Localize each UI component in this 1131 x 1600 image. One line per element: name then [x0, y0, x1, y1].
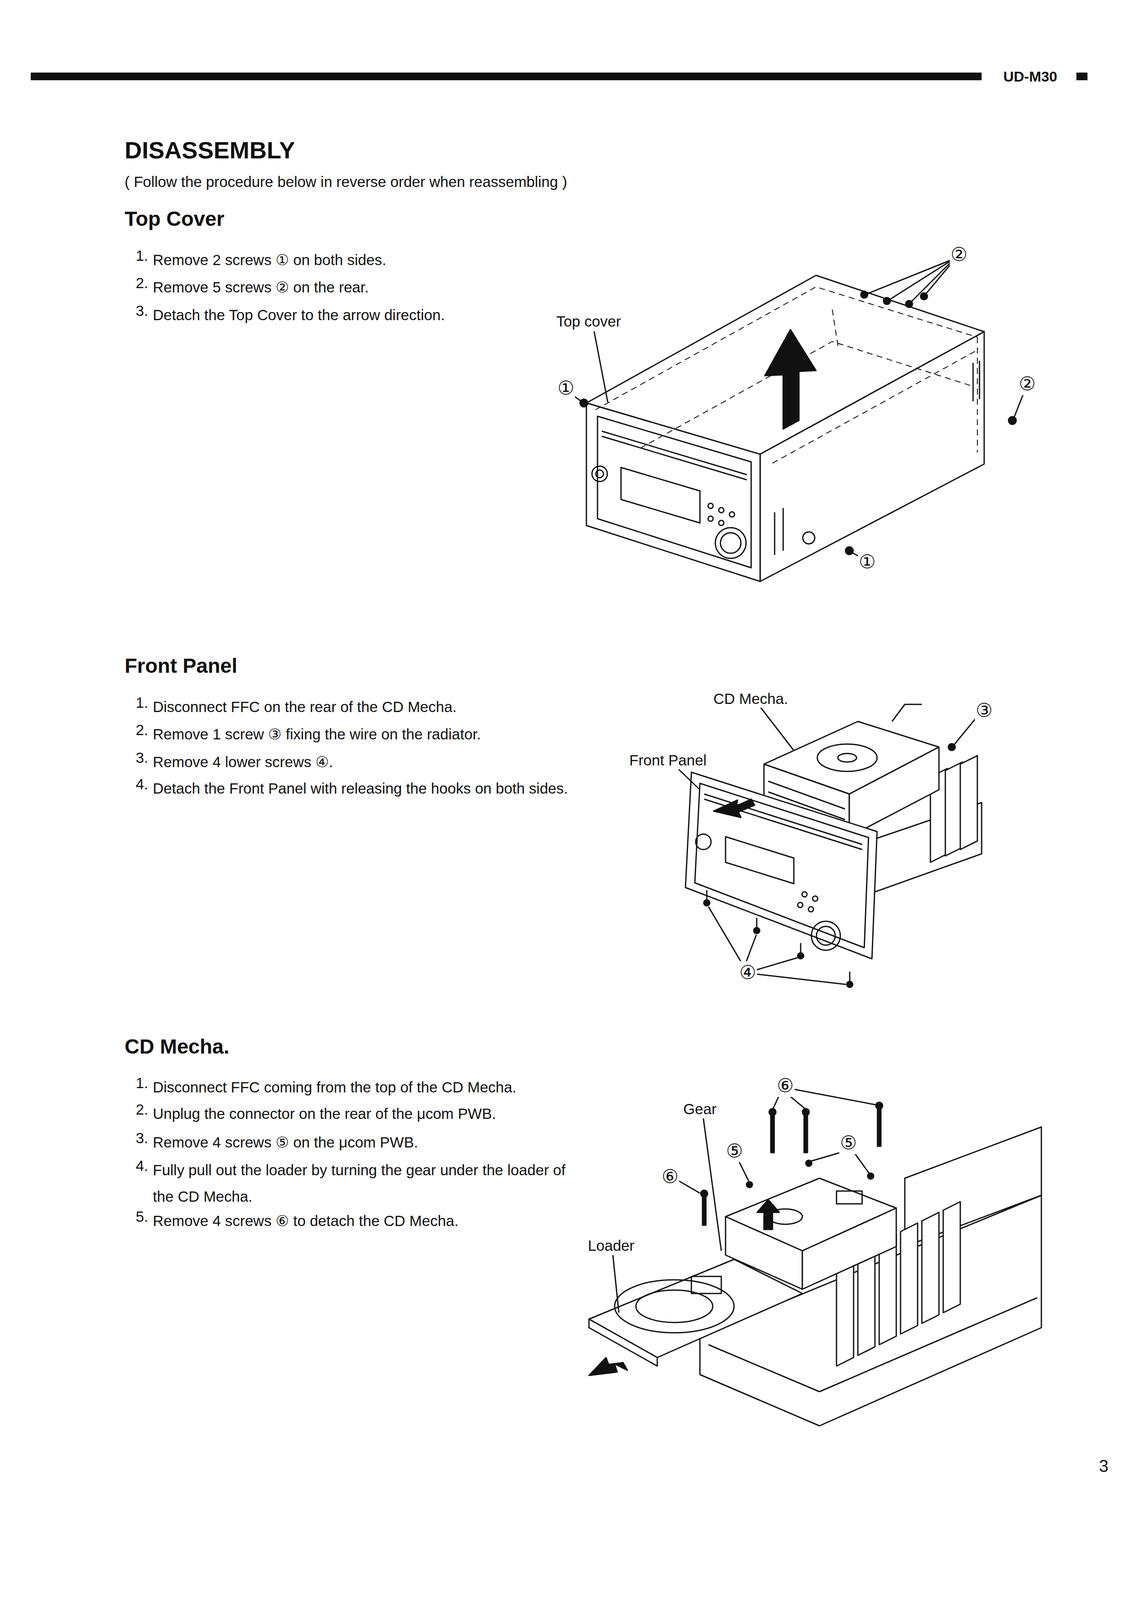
model-name: UD-M30	[1002, 67, 1059, 86]
step-text: Disconnect FFC coming from the top of th…	[152, 1073, 580, 1101]
part-label: Gear	[682, 1099, 718, 1118]
step-number: 1.	[135, 1073, 149, 1092]
step-number: 2.	[135, 720, 149, 739]
step-text: Remove 4 screws ⑤ on the μcom PWB.	[152, 1128, 580, 1156]
part-label: Front Panel	[628, 751, 708, 770]
page-title: DISASSEMBLY	[124, 135, 295, 165]
step-text: Unplug the connector on the rear of the …	[152, 1100, 580, 1127]
section-heading: CD Mecha.	[124, 1034, 230, 1059]
section-heading: Front Panel	[124, 653, 238, 679]
step-number: 3.	[135, 748, 149, 767]
part-label: CD Mecha.	[712, 689, 789, 708]
callout-number: ②	[1017, 372, 1037, 396]
step-number: 3.	[135, 301, 149, 320]
callout-number: ③	[974, 699, 994, 722]
step-text: Remove 4 screws ⑥ to detach the CD Mecha…	[152, 1207, 580, 1234]
step-text: Detach the Top Cover to the arrow direct…	[152, 301, 580, 329]
callout-number: ④	[738, 961, 757, 984]
callout-number: ②	[949, 243, 968, 266]
callout-number: ⑤	[839, 1131, 858, 1155]
step-number: 1.	[135, 246, 149, 265]
part-label: Loader	[587, 1236, 636, 1255]
section-heading: Top Cover	[124, 206, 225, 232]
step-text: Remove 5 screws ② on the rear.	[152, 274, 580, 301]
step-number: 1.	[135, 693, 149, 712]
step-text: Remove 2 screws ① on both sides.	[152, 246, 580, 274]
page-number: 3	[1098, 1455, 1110, 1476]
note: ( Follow the procedure below in reverse …	[124, 172, 568, 191]
step-text: Remove 1 screw ③ fixing the wire on the …	[152, 720, 580, 748]
step-number: 2.	[135, 274, 149, 292]
step-text: Disconnect FFC on the rear of the CD Mec…	[152, 693, 580, 720]
callout-number: ⑥	[775, 1074, 795, 1097]
callout-number: ①	[857, 550, 877, 574]
step-number: 4.	[135, 775, 149, 793]
part-label: Top cover	[555, 312, 622, 331]
step-number: 5.	[135, 1207, 149, 1226]
callout-number: ⑤	[725, 1139, 744, 1163]
step-number: 2.	[135, 1100, 149, 1119]
callout-number: ⑥	[660, 1165, 680, 1188]
step-text: Remove 4 lower screws ④.	[152, 748, 580, 776]
callout-number: ①	[556, 376, 575, 400]
step-number: 4.	[135, 1156, 149, 1175]
step-text: Detach the Front Panel with releasing th…	[152, 775, 580, 802]
step-text: Fully pull out the loader by turning the…	[152, 1156, 580, 1210]
step-number: 3.	[135, 1128, 149, 1147]
